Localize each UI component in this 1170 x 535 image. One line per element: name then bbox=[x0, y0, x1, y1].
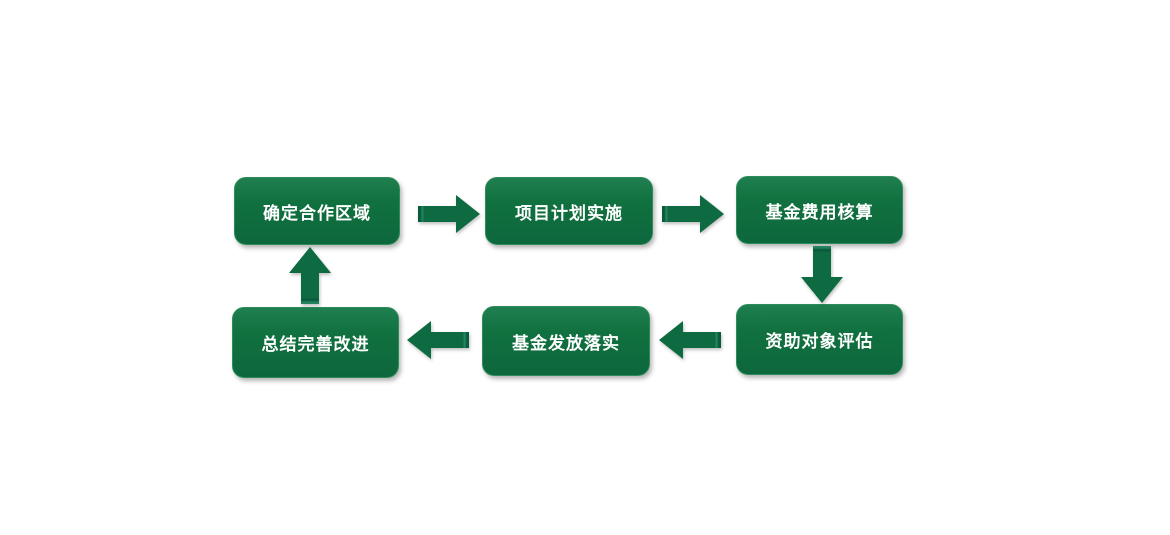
arrow-tail-accent bbox=[718, 332, 721, 348]
flow-node-label: 总结完善改进 bbox=[261, 335, 370, 354]
arrow-tail-accent bbox=[665, 206, 668, 222]
arrow-up-icon bbox=[289, 247, 331, 304]
flow-node-fund-expense-accounting: 基金费用核算 bbox=[736, 176, 903, 244]
arrow-tail-accent bbox=[715, 332, 718, 348]
arrow-tail-accent bbox=[301, 301, 319, 304]
arrow-tail-accent bbox=[813, 246, 831, 249]
arrow-left-icon bbox=[659, 321, 721, 359]
arrow-tail-accent bbox=[418, 206, 421, 222]
arrow-body bbox=[801, 246, 843, 303]
arrow-tail-accent bbox=[421, 206, 424, 222]
arrow-body bbox=[659, 321, 721, 359]
flow-node-label: 项目计划实施 bbox=[515, 203, 623, 223]
arrow-tail-accent bbox=[662, 206, 665, 222]
arrow-right-icon bbox=[662, 195, 724, 233]
arrow-body bbox=[418, 195, 480, 233]
flow-node-funding-target-evaluation: 资助对象评估 bbox=[736, 304, 903, 375]
flow-node-summary-improvement: 总结完善改进 bbox=[232, 307, 399, 378]
arrow-tail-accent bbox=[301, 298, 319, 301]
flow-node-label: 基金发放落实 bbox=[512, 333, 620, 353]
flow-node-label: 基金费用核算 bbox=[765, 202, 874, 222]
arrow-left-icon bbox=[407, 321, 469, 359]
flow-node-fund-distribution-implementation: 基金发放落实 bbox=[482, 306, 650, 376]
arrow-body bbox=[407, 321, 469, 359]
flow-node-label: 资助对象评估 bbox=[765, 332, 874, 351]
arrow-body bbox=[289, 247, 331, 304]
arrow-body bbox=[662, 195, 724, 233]
flow-node-determine-cooperation-area: 确定合作区域 bbox=[234, 177, 400, 245]
arrow-tail-accent bbox=[813, 249, 831, 252]
arrow-down-icon bbox=[801, 246, 843, 303]
arrow-tail-accent bbox=[466, 332, 469, 348]
flow-node-label: 确定合作区域 bbox=[263, 203, 371, 223]
arrow-right-icon bbox=[418, 195, 480, 233]
arrow-tail-accent bbox=[463, 332, 466, 348]
flow-node-project-plan-implementation: 项目计划实施 bbox=[485, 177, 653, 245]
